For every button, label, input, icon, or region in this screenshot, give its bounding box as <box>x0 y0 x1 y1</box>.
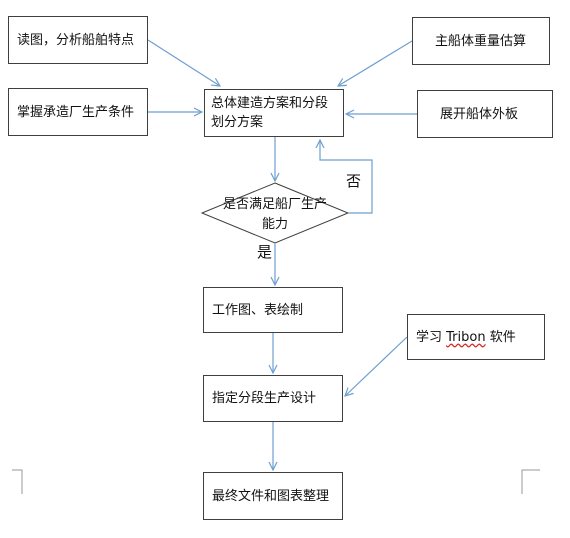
node-work-drawings: 工作图、表绘制 <box>203 287 343 333</box>
tribon-prefix: 学习 <box>416 329 443 345</box>
node-shipyard-conditions-label: 掌握承造厂生产条件 <box>17 104 135 120</box>
node-read-drawings-label: 读图，分析船舶特点 <box>17 32 135 48</box>
branch-label-yes: 是 <box>257 243 273 261</box>
node-work-drawings-label: 工作图、表绘制 <box>212 302 304 318</box>
corner-mark-left <box>12 469 23 494</box>
node-hull-plate-label: 展开船体外板 <box>440 106 519 122</box>
node-learn-tribon: 学习 Tribon 软件 <box>407 314 545 360</box>
corner-mark-right <box>521 469 540 494</box>
tribon-word: Tribon <box>446 329 486 345</box>
node-overall-plan-label: 总体建造方案和分段划分方案 <box>211 96 329 130</box>
node-overall-plan: 总体建造方案和分段划分方案 <box>204 89 344 137</box>
arrow-weight-to-plan <box>338 40 413 86</box>
decision-label: 是否满足船厂生产能力 <box>222 197 327 232</box>
node-final-docs-label: 最终文件和图表整理 <box>212 488 330 504</box>
node-hull-plate: 展开船体外板 <box>417 90 553 138</box>
node-final-docs: 最终文件和图表整理 <box>203 472 343 520</box>
arrow-tribon-to-design <box>345 336 408 396</box>
node-shipyard-conditions: 掌握承造厂生产条件 <box>8 88 148 136</box>
node-section-design-label: 指定分段生产设计 <box>212 391 317 406</box>
node-hull-weight: 主船体重量估算 <box>412 17 550 65</box>
branch-label-no: 否 <box>346 172 362 190</box>
node-section-design: 指定分段生产设计 <box>203 375 343 422</box>
node-read-drawings: 读图，分析船舶特点 <box>8 16 148 64</box>
tribon-suffix: 软件 <box>489 329 516 345</box>
arrow-read-to-plan <box>147 39 220 86</box>
node-hull-weight-label: 主船体重量估算 <box>435 33 527 49</box>
arrow-decision-no-loop <box>320 140 373 214</box>
node-learn-tribon-label: 学习 Tribon 软件 <box>416 328 516 347</box>
